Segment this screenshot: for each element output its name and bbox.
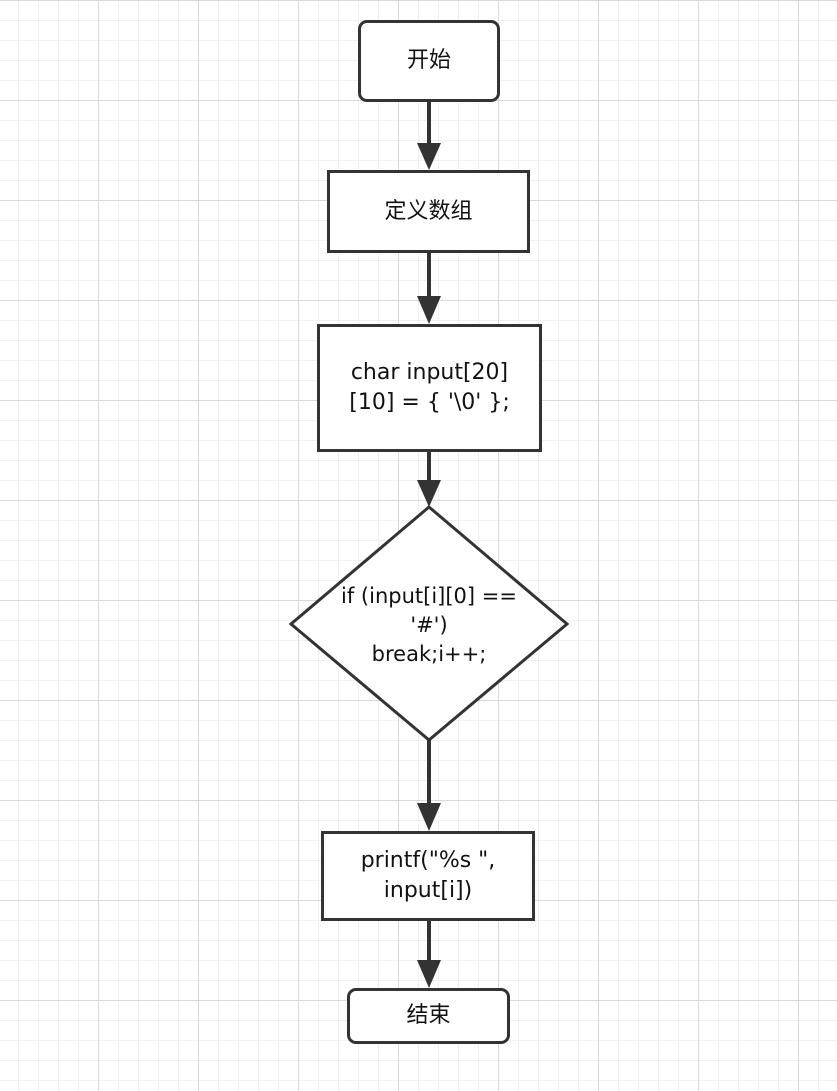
end-label: 结束 bbox=[406, 1003, 451, 1028]
declare-node: char input[20] [10] = { '\0' }; bbox=[317, 324, 542, 452]
print-node: printf("%s ", input[i]) bbox=[321, 831, 535, 921]
arrowhead-5 bbox=[417, 960, 441, 988]
arrowhead-2 bbox=[417, 296, 441, 324]
define-array-label: 定义数组 bbox=[384, 198, 473, 224]
declare-label: char input[20] [10] = { '\0' }; bbox=[349, 360, 510, 415]
arrowhead-3 bbox=[417, 480, 441, 507]
condition-label: if (input[i][0] == '#') break;i++; bbox=[341, 583, 517, 666]
decision-diamond bbox=[288, 505, 570, 742]
arrowhead-1 bbox=[417, 143, 441, 170]
condition-node: if (input[i][0] == '#') break;i++; bbox=[311, 570, 547, 680]
start-node: 开始 bbox=[358, 20, 500, 102]
end-node: 结束 bbox=[347, 988, 510, 1044]
define-array-node: 定义数组 bbox=[327, 170, 530, 253]
print-label: printf("%s ", input[i]) bbox=[360, 848, 496, 903]
start-label: 开始 bbox=[406, 48, 451, 73]
arrowhead-4 bbox=[417, 803, 441, 831]
